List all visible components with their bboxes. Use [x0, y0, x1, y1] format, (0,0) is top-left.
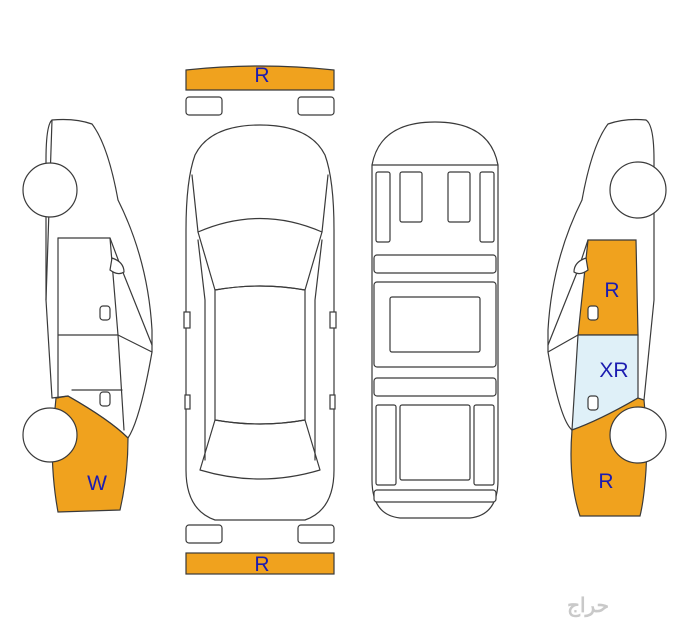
front-bumper-panel [185, 65, 335, 91]
rear-bumper-panel [185, 552, 335, 575]
front-right-light [297, 96, 335, 116]
left-rear-quarter-label: W [87, 472, 107, 495]
front-left-light [185, 96, 223, 116]
watermark-text: حراج [567, 595, 609, 618]
right-rear-door-label: XR [599, 359, 628, 382]
right-rear-wheel [609, 406, 667, 464]
right-rear-quarter-label: R [598, 470, 613, 493]
rear-right-light [297, 524, 335, 544]
rear-bumper-label: R [254, 553, 269, 576]
front-bumper-label: R [254, 64, 269, 87]
underbody-view [371, 121, 499, 519]
top-view-car [183, 124, 337, 521]
left-front-wheel [22, 162, 78, 218]
right-front-door[interactable]: R [577, 239, 639, 336]
right-mirror [329, 311, 337, 329]
left-side-view: W [22, 118, 153, 513]
rear-left-light [185, 524, 223, 544]
right-side-view: R XR R [547, 118, 667, 517]
right-front-door-label: R [604, 279, 619, 302]
front-bumper[interactable]: R [185, 64, 335, 91]
left-mirror [183, 311, 191, 329]
left-rear-wheel [22, 407, 78, 463]
right-front-wheel [609, 161, 667, 219]
rear-bumper[interactable]: R [185, 552, 335, 576]
